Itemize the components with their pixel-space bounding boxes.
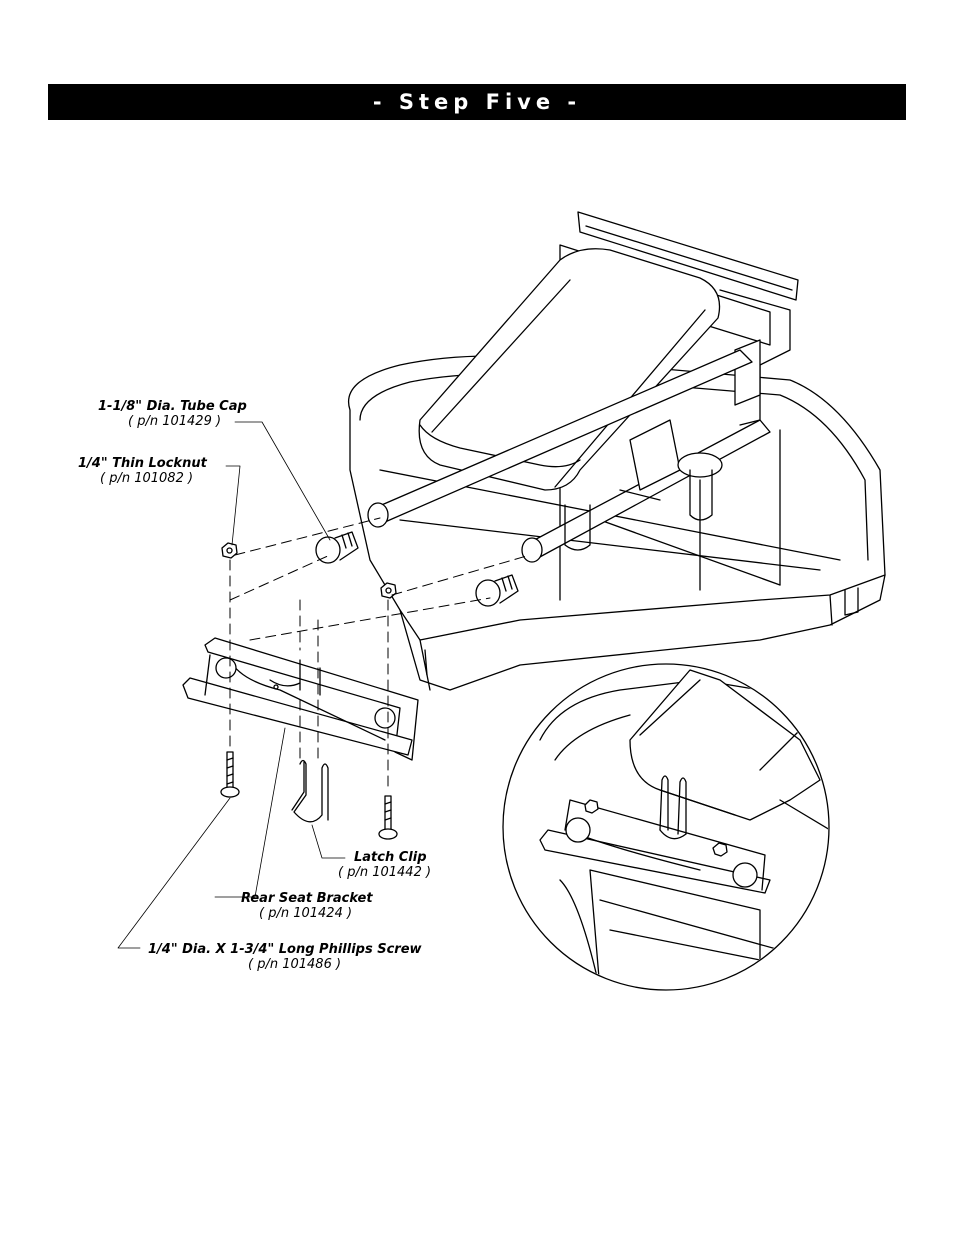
part-name-latch-clip: Latch Clip bbox=[354, 850, 427, 865]
locknut-2 bbox=[380, 582, 397, 599]
part-number-latch-clip: ( p/n 101442 ) bbox=[338, 865, 432, 880]
seat-tubes bbox=[367, 349, 771, 563]
label-locknut: 1/4" Thin Locknut ( p/n 101082 ) bbox=[78, 456, 207, 486]
part-name-rear-seat-bracket: Rear Seat Bracket bbox=[241, 891, 373, 906]
phillips-screw-2 bbox=[378, 795, 398, 840]
rear-seat-bracket bbox=[182, 637, 419, 761]
detail-view bbox=[502, 663, 830, 991]
latch-clip bbox=[291, 759, 329, 823]
label-tube-cap: 1-1/8" Dia. Tube Cap ( p/n 101429 ) bbox=[98, 399, 247, 429]
phillips-screw-1 bbox=[220, 751, 240, 798]
tube-cap-2 bbox=[475, 574, 519, 607]
label-latch-clip: Latch Clip ( p/n 101442 ) bbox=[338, 850, 431, 880]
part-name-phillips-screw: 1/4" Dia. X 1-3/4" Long Phillips Screw bbox=[148, 942, 422, 957]
part-name-tube-cap: 1-1/8" Dia. Tube Cap bbox=[98, 399, 247, 414]
label-phillips-screw: 1/4" Dia. X 1-3/4" Long Phillips Screw (… bbox=[148, 942, 422, 972]
part-number-rear-seat-bracket: ( p/n 101424 ) bbox=[259, 906, 353, 921]
assembly-guide-lines bbox=[229, 517, 531, 791]
seat-cushion bbox=[418, 248, 721, 491]
part-name-locknut: 1/4" Thin Locknut bbox=[78, 456, 207, 471]
label-rear-seat-bracket: Rear Seat Bracket ( p/n 101424 ) bbox=[241, 891, 373, 921]
label-leaders bbox=[117, 421, 346, 949]
part-number-phillips-screw: ( p/n 101486 ) bbox=[248, 957, 342, 972]
step-title-bar: - Step Five - bbox=[48, 84, 906, 120]
part-number-tube-cap: ( p/n 101429 ) bbox=[128, 414, 222, 429]
locknut-1 bbox=[221, 542, 238, 559]
part-number-locknut: ( p/n 101082 ) bbox=[100, 471, 194, 486]
step-title: - Step Five - bbox=[372, 90, 582, 114]
